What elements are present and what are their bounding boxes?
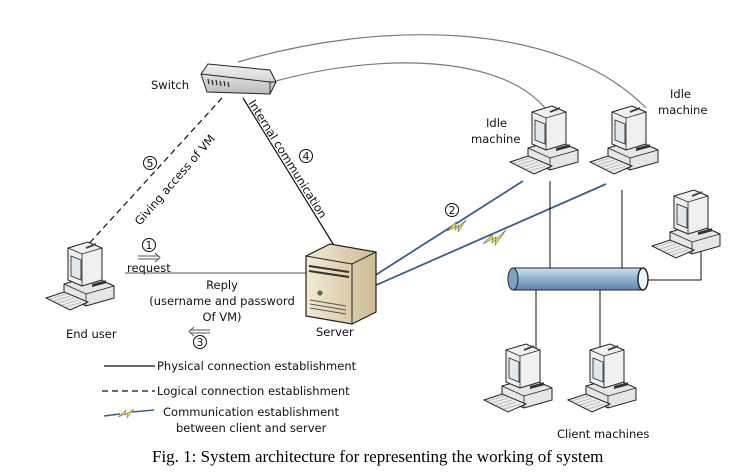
svg-text:1: 1 [146, 239, 153, 252]
client-machines-label: Client machines [557, 427, 649, 441]
link-switch-idle-right [237, 34, 647, 109]
arrow-left-icon [188, 326, 210, 337]
client-machine-middle-icon [567, 343, 637, 413]
switch-icon [200, 63, 277, 95]
link-switch-enduser [84, 97, 223, 249]
end-user-label: End user [66, 327, 117, 341]
arrow-right-icon [138, 252, 161, 263]
giving-access-label: Giving access of VM [132, 132, 218, 228]
client-machine-right-icon [651, 189, 721, 259]
link-switch-idle-left [271, 62, 546, 109]
idle-machine-left-label-line2: machine [471, 132, 520, 146]
reply-label-line1: Reply [206, 278, 238, 292]
server-label: Server [316, 325, 354, 339]
legend-communication-line [103, 409, 155, 417]
link-server-idle-right [373, 183, 607, 287]
svg-text:4: 4 [303, 150, 310, 163]
step-4-marker: 4 [299, 149, 313, 163]
svg-text:2: 2 [449, 204, 456, 217]
step-1-marker: 1 [138, 238, 161, 263]
svg-text:3: 3 [197, 336, 204, 349]
client-machine-left-icon [483, 343, 553, 413]
idle-machine-right-label-line2: machine [658, 103, 707, 117]
reply-label-line2: (username and password [149, 294, 295, 308]
figure-caption: Fig. 1: System architecture for represen… [152, 447, 603, 466]
link-switch-server [242, 97, 339, 253]
bolt-icon [482, 229, 507, 247]
legend-logical-label: Logical connection establishment [157, 384, 350, 398]
request-label: request [127, 261, 171, 275]
network-bus [507, 267, 649, 291]
switch-label: Switch [151, 78, 189, 92]
internal-communication-label: Internal communication [245, 97, 329, 221]
idle-machine-right-label-line1: Idle [670, 87, 691, 101]
reply-label-line3: Of VM) [202, 310, 241, 324]
bolt-icon [117, 408, 135, 419]
svg-text:5: 5 [147, 157, 154, 170]
legend: Physical connection establishment Logica… [102, 359, 357, 435]
bolt-icon [446, 219, 467, 233]
end-user-computer-icon [45, 241, 115, 311]
idle-machine-right-icon [589, 105, 659, 175]
link-server-idle-left [373, 180, 524, 277]
step-5-marker: 5 [143, 156, 157, 170]
legend-physical-label: Physical connection establishment [157, 359, 357, 373]
server-icon [305, 243, 377, 325]
step-3-marker: 3 [188, 326, 210, 349]
legend-communication-label-line1: Communication establishment [163, 405, 339, 419]
legend-communication-label-line2: between client and server [176, 421, 327, 435]
step-2-marker: 2 [445, 203, 459, 217]
idle-machine-left-label-line1: Idle [486, 116, 507, 130]
